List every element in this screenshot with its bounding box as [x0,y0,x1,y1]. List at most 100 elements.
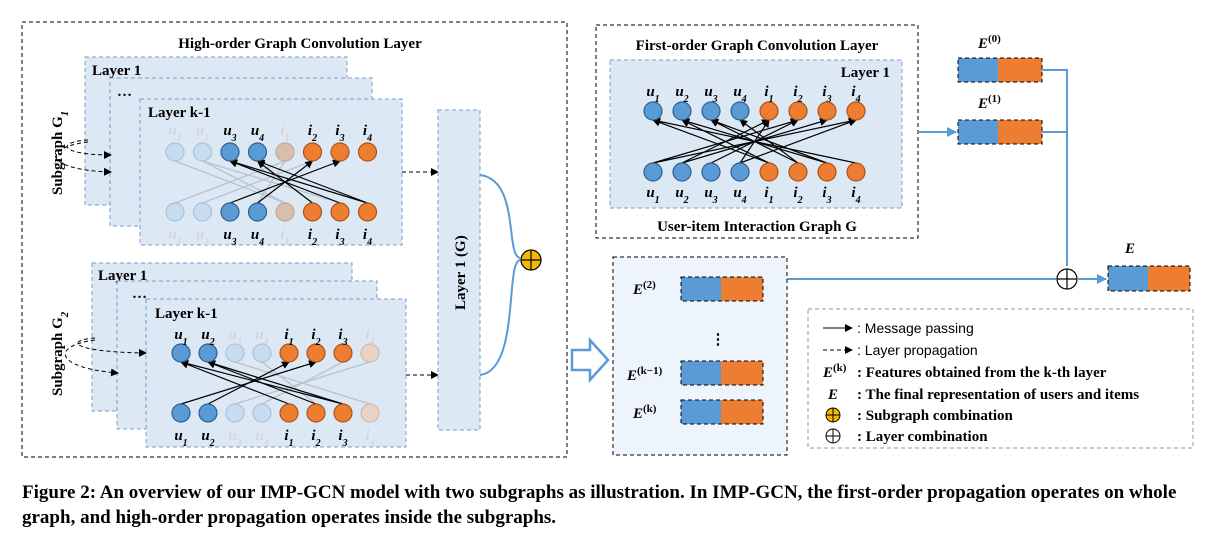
user-node [192,202,213,222]
node-label: i3 [822,185,831,206]
imp-gcn-diagram: High-order Graph Convolution Layer Layer… [21,21,1194,458]
node-label: i2 [793,185,802,206]
node-label: u4 [251,227,264,248]
user-node [220,202,240,222]
ek-embedding-bar [680,399,764,425]
node-label: i3 [822,84,831,105]
user-node [171,403,191,423]
layer1-g-label: Layer 1 (G) [453,235,469,310]
e2-label: E(2) [632,279,656,298]
node-label: i1 [280,227,289,248]
item-node [788,101,808,121]
node-label: u4 [733,185,746,206]
faded-edge [202,160,313,204]
subgraph-combination-curve [479,259,521,376]
user-node [220,142,240,162]
first-order-layer1-label: Layer 1 [841,65,890,81]
final-e-label: E [1124,241,1135,257]
subgraph-combination-curve [479,174,521,259]
item-node [817,101,837,121]
item-node [302,202,323,222]
node-label: u3 [223,227,236,248]
message-edge [256,159,368,204]
node-label: u1 [168,227,181,248]
message-edge [681,119,770,164]
e0-to-combination-line [1042,69,1068,266]
node-label: u2 [675,84,688,105]
item-node [817,162,837,182]
user-node [672,162,692,182]
user-node [252,343,272,363]
subgraph2-label: Subgraph G2 [50,311,71,396]
user-node [730,162,750,182]
message-edge [710,118,828,164]
user-node [165,202,185,222]
node-label: u3 [228,428,241,449]
node-label: u1 [174,428,187,449]
node-label: u2 [196,227,209,248]
item-node [275,202,295,222]
legend-features-ek: : Features obtained from the k-th layer [857,365,1107,381]
node-label: i3 [335,227,344,248]
item-node [759,101,779,121]
item-node [357,202,378,222]
user-node [701,162,721,182]
item-node [360,403,380,423]
layer-combination-icon [1056,268,1078,290]
node-label: i3 [338,428,347,449]
item-node [306,403,326,423]
node-label: i2 [793,84,802,105]
message-edge [180,360,290,405]
node-label: i1 [284,327,293,348]
subgraph1-layerk1-label: Layer k-1 [148,105,211,121]
user-node [171,343,191,363]
hollow-output-arrow [570,336,610,384]
node-label: i4 [851,185,860,206]
user-node [252,403,272,423]
node-label: i4 [851,84,860,105]
user-node [672,101,692,121]
message-edge [207,361,290,405]
node-label: u1 [646,185,659,206]
e1-label: E(1) [977,93,1001,112]
node-label: i1 [284,428,293,449]
vertical-ellipsis: ⋮ [711,332,726,348]
node-label: i1 [764,84,773,105]
item-node [759,162,779,182]
item-node [357,142,378,162]
interaction-graph-label: User-item Interaction Graph G [657,219,857,235]
legend-ek-symbol: E(k) [822,362,847,381]
user-node [247,202,268,222]
message-edge [739,118,857,164]
item-node [302,142,323,162]
node-label: u2 [196,123,209,144]
e2-embedding-bar [680,276,764,302]
user-node [643,101,663,121]
legend-final-symbol: E [827,387,838,403]
node-label: u4 [733,84,746,105]
faded-edge [261,361,317,405]
user-node [643,162,663,182]
subgraph2-propagation-arrow [64,339,119,377]
node-label: i1 [764,185,773,206]
node-label: i2 [311,428,320,449]
node-label: u2 [201,428,214,449]
figure-caption: Figure 2: An overview of our IMP-GCN mod… [22,482,1177,528]
node-label: u3 [704,84,717,105]
node-label: u1 [646,84,659,105]
user-node [701,101,721,121]
node-label: i3 [338,327,347,348]
item-node [333,403,353,423]
legend-box [807,308,1194,449]
subgraph-combination-icon [520,249,542,271]
legend-message-passing: : Message passing [857,320,974,336]
user-node [225,343,245,363]
item-node [279,403,299,423]
user-node [247,142,268,162]
ek1-embedding-bar [680,360,764,386]
node-label: u2 [675,185,688,206]
user-node [192,142,213,162]
